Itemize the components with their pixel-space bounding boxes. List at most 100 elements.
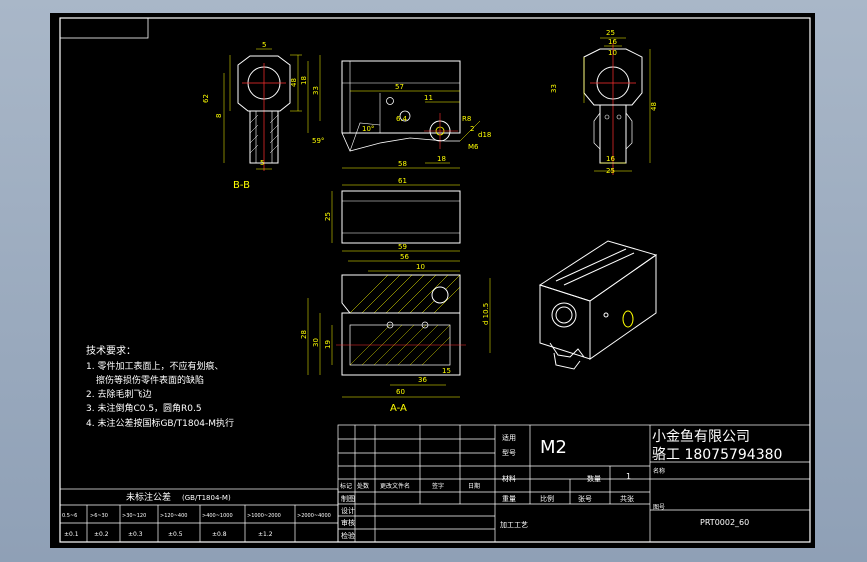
dim-side-16-bottom: 16 xyxy=(606,155,615,163)
dim-bb-62: 62 xyxy=(202,94,210,103)
drawing-number: PRT0002_60 xyxy=(700,518,749,527)
front-view: 18 33 57 11 6.4 R8 2 d18 59° 10° M6 58 1… xyxy=(300,55,491,186)
tolerance-range: 0.5~6 xyxy=(62,513,77,519)
cad-drawing-canvas: 62 8 48 5 5 B-B 18 33 57 11 6.4 R8 2 d xyxy=(59,17,811,543)
dim-front-18b: 18 xyxy=(437,155,446,163)
note-line-3: 2. 去除毛刺飞边 xyxy=(86,388,151,400)
corner-box xyxy=(59,17,149,39)
dim-front-58: 58 xyxy=(398,160,407,168)
weight-label: 重量 xyxy=(502,495,516,503)
tolerance-range: >2000~4000 xyxy=(297,513,331,519)
company-name: 小金鱼有限公司 xyxy=(652,428,750,445)
dim-plan-59: 59 xyxy=(398,243,407,251)
applicable-label: 适用 xyxy=(502,433,516,442)
change-doc-label: 更改文件名 xyxy=(380,482,410,490)
tolerance-title: 未标注公差 xyxy=(126,491,171,503)
dim-aa-60: 60 xyxy=(396,388,405,396)
tolerance-range: >30~120 xyxy=(122,513,146,519)
quantity-value: 1 xyxy=(626,472,631,481)
dim-bb-8: 8 xyxy=(215,114,223,118)
dim-side-33: 33 xyxy=(550,84,558,93)
check-label: 检验 xyxy=(341,531,355,540)
note-line-1: 1. 零件加工表面上，不应有划痕、 xyxy=(86,360,223,372)
isometric-view xyxy=(538,240,658,370)
dim-aa-36: 36 xyxy=(418,376,427,384)
part-code-label: 图号 xyxy=(653,504,665,511)
tolerance-value: ±0.1 xyxy=(64,531,79,538)
note-line-5: 4. 未注公差按国标GB/T1804-M执行 xyxy=(86,417,234,429)
design-label: 设计 xyxy=(341,506,355,515)
section-bb-view: 62 8 48 5 5 B-B xyxy=(202,41,302,191)
dim-front-61: 61 xyxy=(398,177,407,185)
scale-label: 比例 xyxy=(540,494,554,503)
tolerance-standard: (GB/T1804-M) xyxy=(182,494,231,502)
draw-label: 制图 xyxy=(341,494,355,503)
dim-front-d18: d18 xyxy=(478,131,491,139)
total-label: 共张 xyxy=(620,494,634,503)
view-label-aa: A-A xyxy=(390,403,407,414)
dim-front-57: 57 xyxy=(395,83,404,91)
dim-side-16-top: 16 xyxy=(608,38,617,46)
signature-label: 签字 xyxy=(432,482,444,490)
dim-front-11: 11 xyxy=(424,94,433,102)
material-label: 材料 xyxy=(502,474,516,483)
note-line-4: 3. 未注倒角C0.5，圆角R0.5 xyxy=(86,402,202,414)
dim-aa-30: 30 xyxy=(312,338,320,347)
technical-notes: 技术要求： 1. 零件加工表面上，不应有划痕、 擦伤等损伤零件表面的缺陷 2. … xyxy=(86,344,234,429)
dim-front-10deg: 10° xyxy=(362,125,374,133)
quantity-label: 数量 xyxy=(587,474,601,483)
tolerance-values: ±0.1 ±0.2 ±0.3 ±0.5 ±0.8 ±1.2 xyxy=(64,531,273,538)
notes-title: 技术要求： xyxy=(86,344,136,357)
drawing-border xyxy=(59,17,811,543)
dim-plan-10: 10 xyxy=(416,263,425,271)
dim-front-33: 33 xyxy=(312,86,320,95)
dim-side-48: 48 xyxy=(650,102,658,111)
tolerance-value: ±1.2 xyxy=(258,531,273,538)
tolerance-range: >1000~2000 xyxy=(247,513,281,519)
dim-front-18: 18 xyxy=(300,76,308,85)
section-aa-view: 28 30 19 d 10.5 36 60 15 A-A xyxy=(300,274,491,414)
dim-bb-bottom: 5 xyxy=(260,159,264,167)
plan-view: 25 59 56 10 xyxy=(324,190,461,272)
dim-front-6-4: 6.4 xyxy=(396,115,408,123)
count-label: 处数 xyxy=(357,482,369,490)
title-block-grid xyxy=(337,424,811,543)
dim-bb-top: 5 xyxy=(262,41,266,49)
dim-side-25-top: 25 xyxy=(606,29,615,37)
dim-side-25-bottom: 25 xyxy=(606,167,615,175)
dim-front-m6: M6 xyxy=(468,143,479,151)
dim-front-r8: R8 xyxy=(462,115,471,123)
tolerance-range: >6~30 xyxy=(90,513,108,519)
view-label-bb: B-B xyxy=(233,180,250,191)
review-label: 审核 xyxy=(341,518,355,527)
drawing-sheet: 62 8 48 5 5 B-B 18 33 57 11 6.4 R8 2 d xyxy=(50,13,815,548)
model-label: 型号 xyxy=(502,448,516,457)
dim-front-59deg: 59° xyxy=(312,137,324,145)
dim-aa-28: 28 xyxy=(300,330,308,339)
tolerance-ranges: 0.5~6 >6~30 >30~120 >120~400 >400~1000 >… xyxy=(62,513,331,519)
dim-front-2: 2 xyxy=(470,125,474,133)
mark-label: 标记 xyxy=(340,482,352,490)
sheet-label: 张号 xyxy=(578,494,592,503)
tolerance-range: >400~1000 xyxy=(202,513,233,519)
process-label: 加工工艺 xyxy=(500,520,528,529)
company-contact: 骆工 18075794380 xyxy=(652,447,782,463)
date-label: 日期 xyxy=(468,482,480,490)
dim-side-10: 10 xyxy=(608,49,617,57)
tolerance-value: ±0.8 xyxy=(212,531,227,538)
dim-aa-19: 19 xyxy=(324,340,332,349)
tolerance-value: ±0.3 xyxy=(128,531,143,538)
dim-bb-48: 48 xyxy=(290,78,298,87)
note-line-2: 擦伤等损伤零件表面的缺陷 xyxy=(96,374,204,386)
dim-plan-56: 56 xyxy=(400,253,409,261)
part-name-label: 名称 xyxy=(653,467,665,475)
dim-plan-25: 25 xyxy=(324,212,332,221)
model-value: M2 xyxy=(540,437,567,458)
tolerance-value: ±0.2 xyxy=(94,531,109,538)
dim-aa-15: 15 xyxy=(442,367,451,375)
tolerance-range: >120~400 xyxy=(160,513,187,519)
tolerance-table xyxy=(59,488,339,543)
tolerance-value: ±0.5 xyxy=(168,531,183,538)
side-view: 25 16 10 33 48 16 25 xyxy=(550,29,658,175)
dim-plan-d10-5: d 10.5 xyxy=(482,303,490,325)
